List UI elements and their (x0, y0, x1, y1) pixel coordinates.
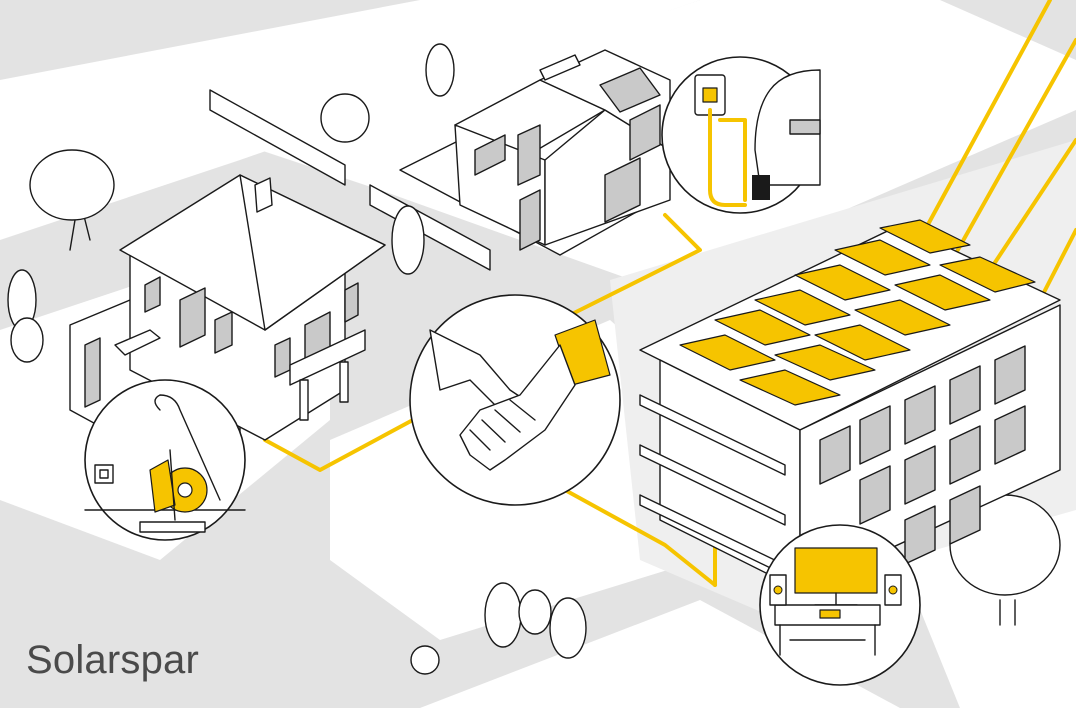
ev-charging-icon (661, 56, 821, 214)
sun-rays (923, 0, 1076, 302)
brand-wordmark: Solarspar (26, 638, 199, 682)
fences (209, 89, 491, 271)
solar-panel-icon (679, 219, 1036, 406)
vacuum-cleaner-icon (84, 379, 246, 541)
television-icon (759, 524, 921, 686)
modern-house (399, 49, 671, 256)
handshake-icon (409, 294, 621, 506)
